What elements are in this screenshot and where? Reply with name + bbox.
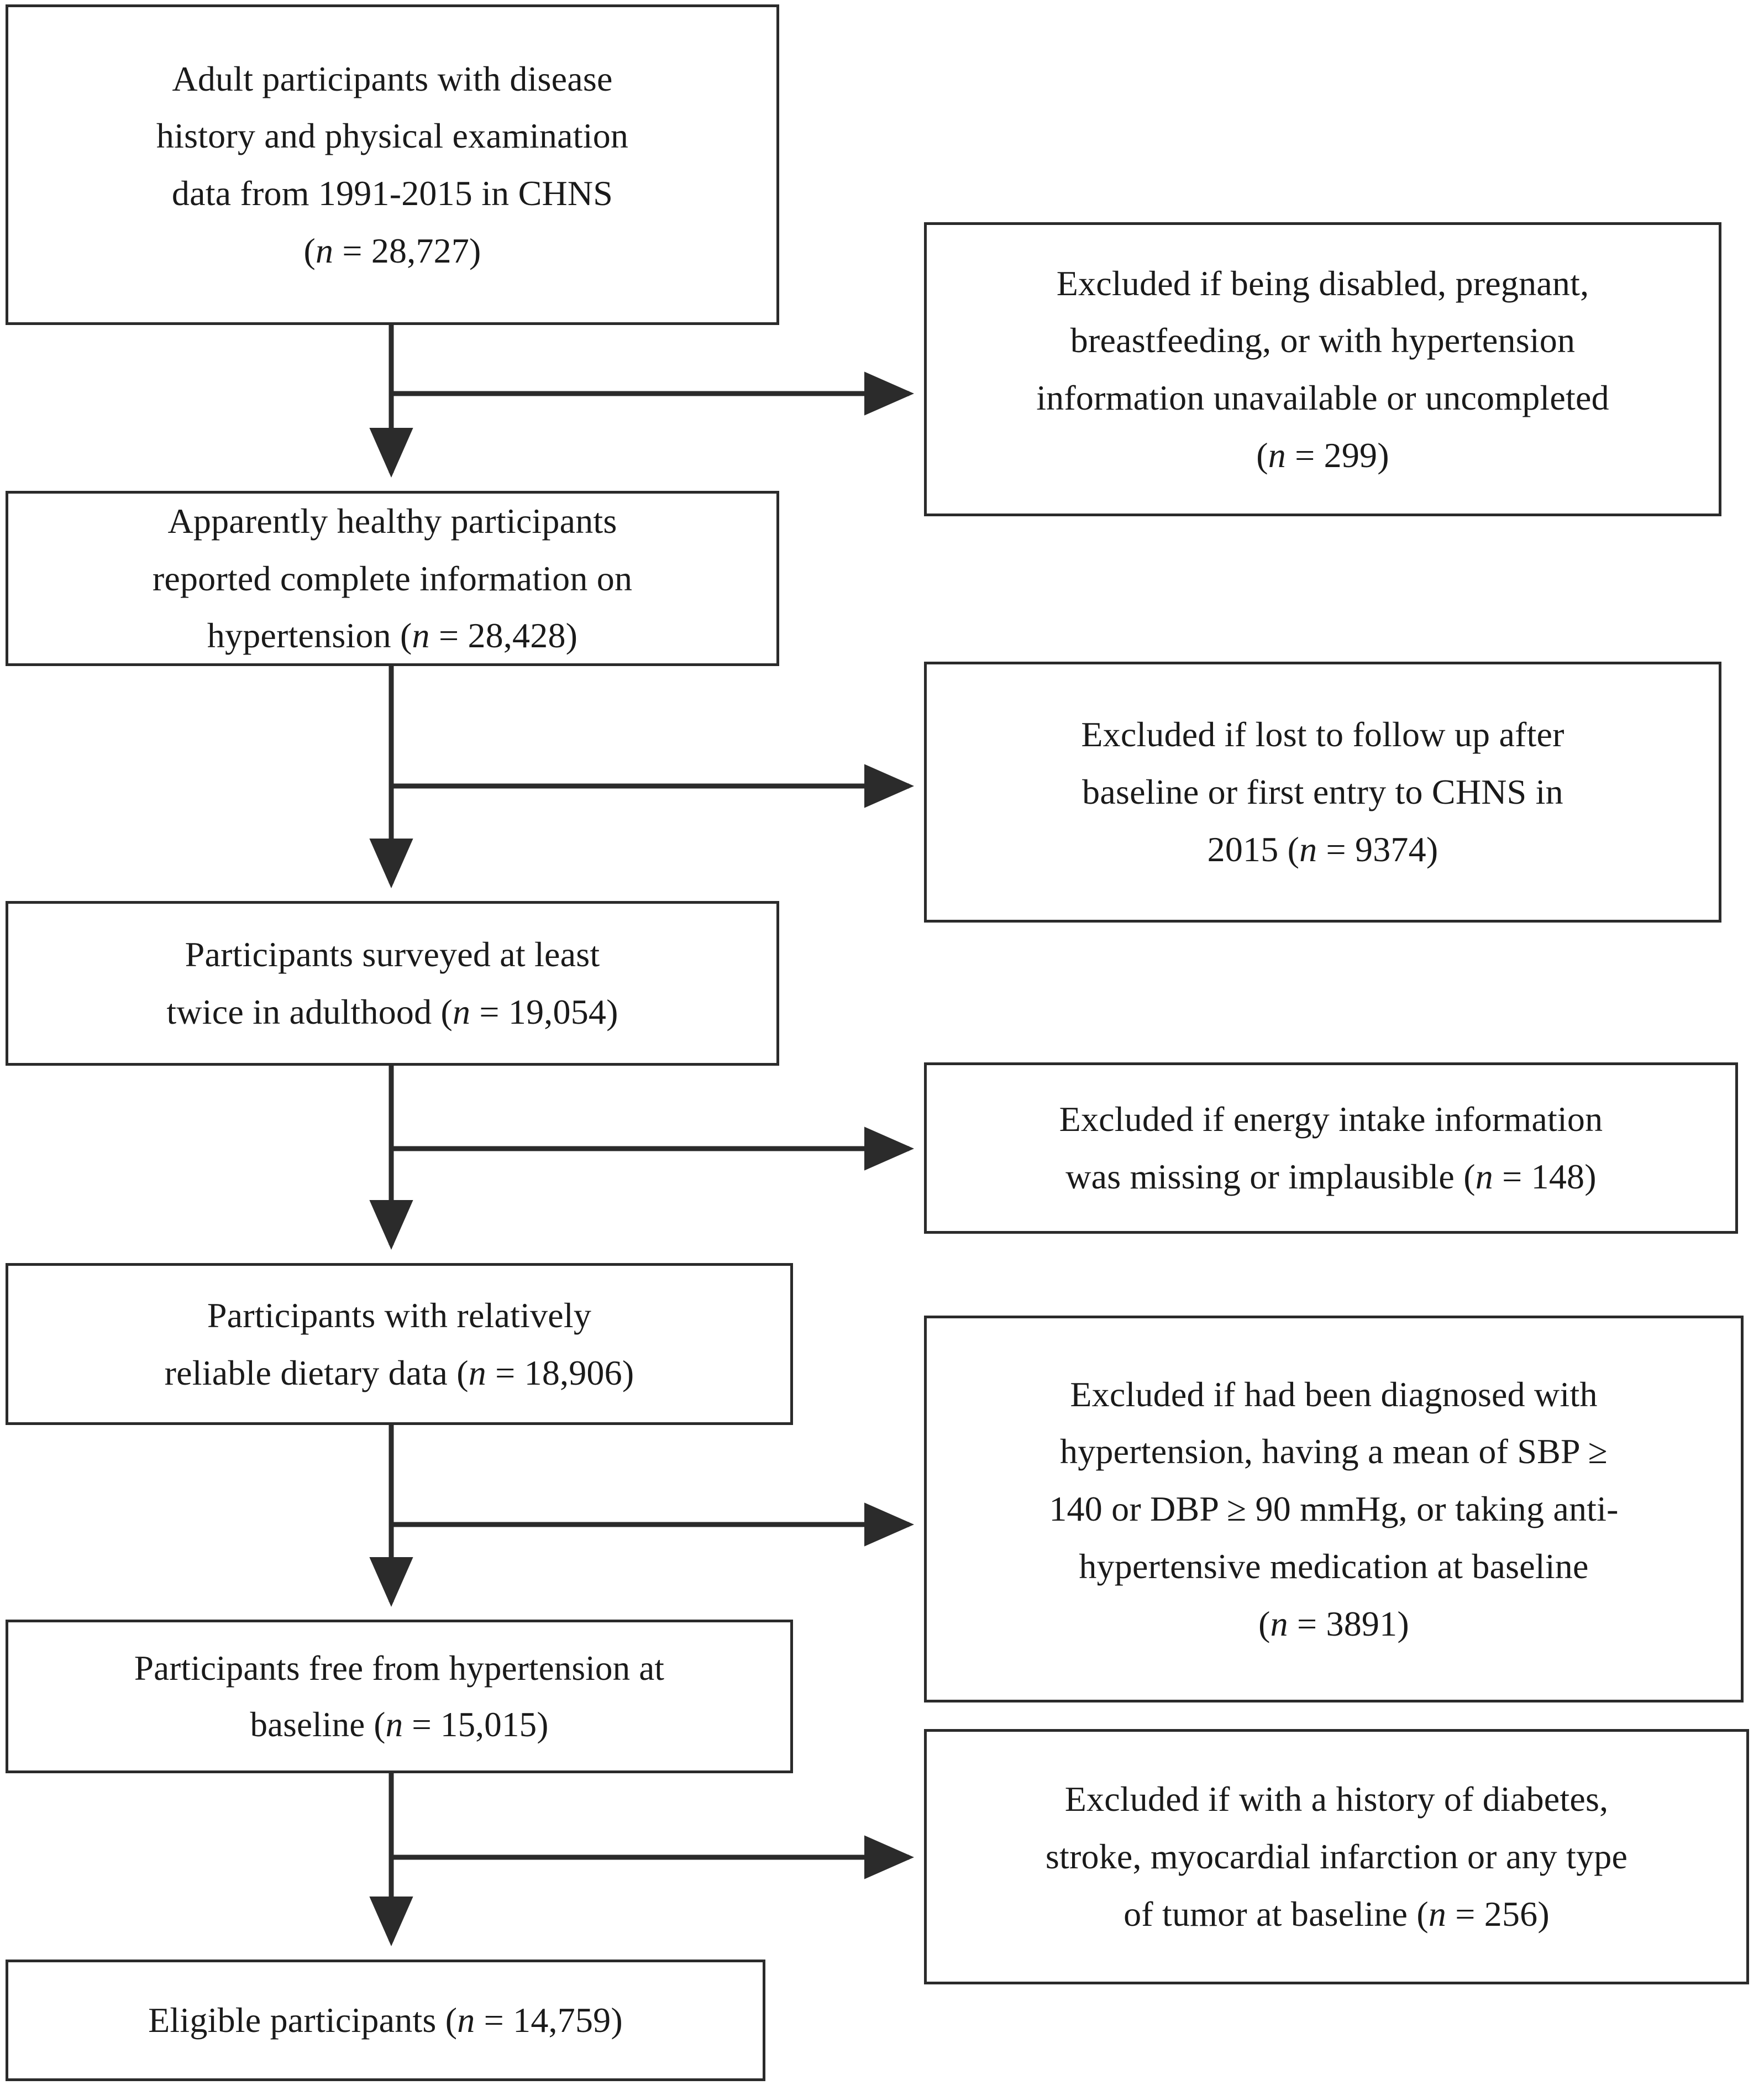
exclusion-node-4-label: Excluded if had been diagnosed with hype… (1049, 1374, 1619, 1643)
flow-node-2-label: Apparently healthy participants reported… (152, 501, 633, 656)
flow-node-5: Participants free from hypertension at b… (6, 1620, 793, 1773)
flow-node-1-label: Adult participants with disease history … (156, 59, 629, 270)
flow-node-6-eligible: Eligible participants (n = 14,759) (6, 1960, 765, 2081)
flow-node-5-label: Participants free from hypertension at b… (134, 1648, 665, 1744)
exclusion-node-3: Excluded if energy intake information wa… (924, 1062, 1738, 1234)
exclusion-node-4: Excluded if had been diagnosed with hype… (924, 1316, 1744, 1702)
exclusion-node-2: Excluded if lost to follow up after base… (924, 662, 1721, 923)
exclusion-node-1-label: Excluded if being disabled, pregnant, br… (1036, 263, 1609, 475)
exclusion-node-2-label: Excluded if lost to follow up after base… (1081, 715, 1565, 869)
exclusion-node-5: Excluded if with a history of diabetes, … (924, 1729, 1749, 1984)
flow-node-6-label: Eligible participants (n = 14,759) (148, 2000, 623, 2040)
exclusion-node-5-label: Excluded if with a history of diabetes, … (1045, 1779, 1628, 1934)
flow-node-3: Participants surveyed at least twice in … (6, 901, 779, 1066)
exclusion-node-1: Excluded if being disabled, pregnant, br… (924, 222, 1721, 516)
flow-node-1: Adult participants with disease history … (6, 4, 779, 325)
exclusion-node-3-label: Excluded if energy intake information wa… (1059, 1099, 1603, 1196)
flow-node-3-label: Participants surveyed at least twice in … (166, 935, 618, 1031)
flow-node-4: Participants with relatively reliable di… (6, 1263, 793, 1425)
flow-node-2: Apparently healthy participants reported… (6, 491, 779, 666)
flow-node-4-label: Participants with relatively reliable di… (164, 1295, 634, 1392)
